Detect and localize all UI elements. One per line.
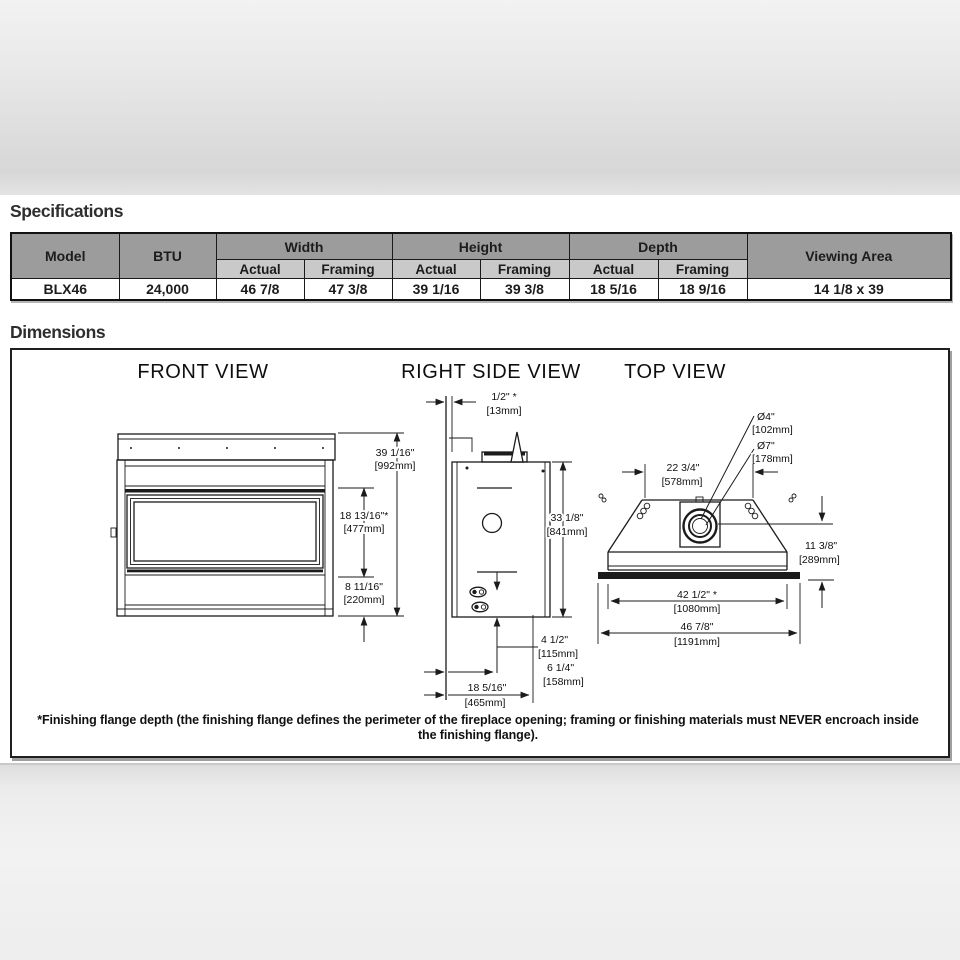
front-view-title: FRONT VIEW [137,361,268,383]
value-depth-framing: 18 9/16 [657,278,748,301]
value-width-framing: 47 3/8 [303,278,393,301]
top-view-dimensions: Ø4" [102mm] Ø7" [178mm] 22 3/4" [578mm] … [597,409,842,650]
table-row: BLX46 24,000 46 7/8 47 3/8 39 1/16 39 3/… [10,278,952,301]
subheader-width-framing: Framing [303,259,393,279]
col-header-width: Width [215,232,393,260]
subheader-height-actual: Actual [391,259,481,279]
specifications-table: Model BTU Width Height Depth Viewing Are… [10,232,953,301]
dim-top-rear-width-mm: [578mm] [662,476,703,488]
subheader-width-actual: Actual [215,259,305,279]
dim-side-flange-depth-mm: [13mm] [486,405,521,417]
dimensions-panel: FRONT VIEW RIGHT SIDE VIEW TOP VIEW [10,348,950,758]
side-view-dimensions: 1/2" * [13mm] 33 1/8" [841mm] 4 1/2" [11… [424,389,589,711]
dim-top-rear-width-in: 22 3/4" [667,462,700,474]
dim-flue-inner-in: Ø4" [757,411,775,423]
page-top-gradient [0,0,960,195]
dim-front-bottom-height-mm: [220mm] [344,594,385,606]
dim-front-total-height-mm: [992mm] [375,460,416,472]
value-height-actual: 39 1/16 [391,278,481,301]
col-header-height: Height [391,232,570,260]
subheader-height-framing: Framing [479,259,570,279]
col-header-depth: Depth [568,232,748,260]
footnote: *Finishing flange depth (the finishing f… [37,713,919,742]
value-viewing-area: 14 1/8 x 39 [746,278,952,301]
dim-front-total-height-in: 39 1/16" [376,447,415,459]
col-header-btu: BTU [118,232,217,279]
dim-side-depth-mm: [465mm] [465,697,506,709]
value-btu: 24,000 [118,278,217,301]
dim-front-bottom-height-in: 8 11/16" [345,581,383,593]
specifications-title: Specifications [10,201,124,221]
dim-flue-inner-mm: [102mm] [752,424,793,436]
value-width-actual: 46 7/8 [215,278,305,301]
dim-flue-outer-mm: [178mm] [752,453,793,465]
dim-front-opening-height-mm: [477mm] [344,523,385,535]
value-height-framing: 39 3/8 [479,278,570,301]
dim-top-depth-in: 11 3/8" [805,540,837,552]
dim-side-body-height-in: 33 1/8" [551,512,584,524]
dim-flue-outer-in: Ø7" [757,440,775,452]
top-view-drawing [598,493,833,579]
dim-side-body-height-mm: [841mm] [547,526,588,538]
dim-top-opening-width-mm: [1080mm] [674,603,721,615]
value-model: BLX46 [10,278,120,301]
dimensions-drawing: FRONT VIEW RIGHT SIDE VIEW TOP VIEW [110,361,842,711]
dim-side-gas-height-mm: [115mm] [538,648,578,660]
page-bottom-gradient [0,763,960,960]
side-view-title: RIGHT SIDE VIEW [401,361,581,383]
dim-side-gas-depth-mm: [158mm] [543,676,584,688]
col-header-model: Model [10,232,120,279]
dim-top-total-width-in: 46 7/8" [681,621,714,633]
value-depth-actual: 18 5/16 [568,278,659,301]
dimensions-title: Dimensions [10,322,106,342]
subheader-depth-framing: Framing [657,259,748,279]
side-view-drawing [445,396,551,700]
subheader-depth-actual: Actual [568,259,659,279]
top-view-title: TOP VIEW [624,361,726,383]
dim-top-total-width-mm: [1191mm] [674,636,720,648]
dim-top-depth-mm: [289mm] [799,554,840,566]
col-header-viewing-area: Viewing Area [746,232,952,279]
dim-side-flange-depth-in: 1/2" * [491,391,516,403]
dim-top-opening-width-in: 42 1/2" * [677,589,717,601]
dim-front-opening-height-in: 18 13/16"* [340,510,389,522]
dim-side-gas-height-in: 4 1/2" [541,634,568,646]
dim-side-depth-in: 18 5/16" [468,682,507,694]
front-view-drawing [110,433,336,617]
front-view-dimensions: 39 1/16" [992mm] 18 13/16"* [477mm] 8 11… [338,432,417,642]
dim-side-gas-depth-in: 6 1/4" [547,662,574,674]
